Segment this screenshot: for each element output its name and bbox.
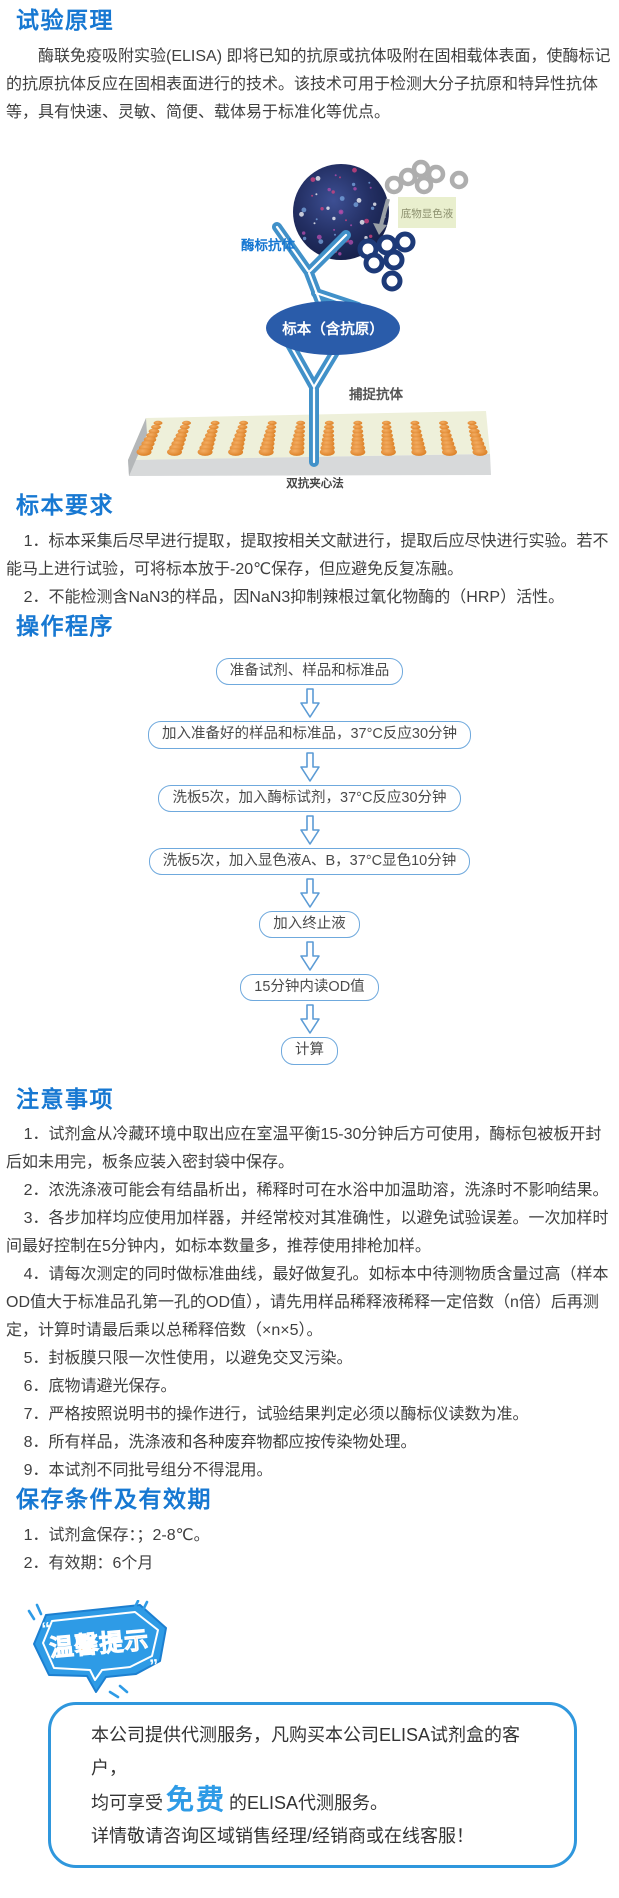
flow-arrow-icon [299, 815, 320, 845]
service-note-text: 均可享受 [91, 1792, 163, 1813]
section-heading-procedure: 操作程序 [16, 612, 114, 639]
service-note-box: 本公司提供代测服务，凡购买本公司ELISA试剂盒的客户， 均可享受免费的ELIS… [48, 1702, 577, 1869]
sample-ellipse: 标本（含抗原） [266, 300, 400, 355]
substrate-rings [384, 159, 469, 194]
service-note-text: 详情敬请咨询区域销售经理/经销商或在线客服！ [91, 1825, 474, 1846]
service-note-line: 本公司提供代测服务，凡购买本公司ELISA试剂盒的客户， [91, 1719, 556, 1786]
note-item: 6．底物请避光保存。 [23, 1378, 177, 1396]
note-item: 4．请每次测定的同时做标准曲线，最好做复孔。如标本中待测物质含量过高（样本OD值… [6, 1266, 609, 1340]
flow-step: 计算 [281, 1037, 338, 1065]
enzyme-sphere [293, 163, 389, 260]
service-note-text: 的ELISA代测服务。 [229, 1792, 389, 1813]
flow-step: 15分钟内读OD值 [240, 974, 379, 1002]
note-item: 5．封板膜只限一次性使用，以避免交叉污染。 [23, 1350, 353, 1368]
substrate-label: 底物显色液 [398, 196, 456, 228]
flow-step: 加入准备好的样品和标准品，37°C反应30分钟 [147, 721, 472, 749]
microplate-wells [136, 420, 488, 456]
storage-item: 2．有效期：6个月 [23, 1555, 154, 1573]
flow-arrow-icon [299, 751, 320, 782]
flow-step: 洗板5次，加入显色液A、B，37°C显色10分钟 [148, 847, 471, 875]
specimen-item: 1．标本采集后尽早进行提取，提取按相关文献进行，提取后应尽快进行实验。若不能马上… [6, 532, 609, 578]
section-heading-notes: 注意事项 [16, 1085, 114, 1112]
note-item: 7．严格按照说明书的操作进行，试验结果判定必须以酶标仪读数为准。 [23, 1406, 529, 1424]
flow-arrow-icon [299, 878, 320, 908]
flow-arrow-icon [299, 1004, 320, 1035]
procedure-flowchart: 准备试剂、样品和标准品 加入准备好的样品和标准品，37°C反应30分钟 洗板5次… [6, 658, 613, 1065]
accent-ticks [27, 1599, 149, 1699]
service-note-text: 本公司提供代测服务，凡购买本公司ELISA试剂盒的客户， [91, 1725, 521, 1779]
note-item: 1．试剂盒从冷藏环境中取出应在室温平衡15-30分钟后方可使用，酶标包被板开封后… [6, 1126, 602, 1172]
note-item: 3．各步加样均应使用加样器，并经常校对其准确性，以避免试验误差。一次加样时间最好… [6, 1210, 609, 1256]
service-note-line: 均可享受免费的ELISA代测服务。 [91, 1783, 556, 1820]
warm-tips-badge: “ 温馨提示 ” [22, 1599, 182, 1700]
colored-product-rings [357, 231, 416, 292]
elisa-diagram: 底物显色液 标本（含抗原） [6, 135, 613, 491]
capture-antibody-label: 捕捉抗体 [349, 386, 403, 402]
note-item: 9．本试剂不同批号组分不得混用。 [23, 1462, 273, 1480]
service-note-line: 详情敬请咨询区域销售经理/经销商或在线客服！ [91, 1820, 556, 1853]
flow-step: 准备试剂、样品和标准品 [215, 658, 404, 686]
badge-open-quote: “ [41, 1618, 52, 1639]
badge-text: 温馨提示 [48, 1627, 150, 1663]
substrate-label-text: 底物显色液 [401, 207, 454, 220]
microplate [128, 410, 491, 476]
specimen-item: 2．不能检测含NaN3的样品，因NaN3抑制辣根过氧化物酶的（HRP）活性。 [23, 588, 565, 606]
free-highlight: 免费 [166, 1783, 227, 1815]
principle-text: 酶联免疫吸附实验(ELISA) 即将已知的抗原或抗体吸附在固相载体表面，使酶标记… [6, 47, 611, 121]
section-heading-storage: 保存条件及有效期 [16, 1486, 212, 1513]
enzyme-antibody-label: 酶标抗体 [241, 237, 295, 253]
section-heading-specimen: 标本要求 [16, 491, 114, 518]
diagram-caption: 双抗夹心法 [285, 476, 344, 490]
speech-bubble-icon [27, 1599, 167, 1699]
note-item: 8．所有样品，洗涤液和各种废弃物都应按传染物处理。 [23, 1434, 417, 1452]
flow-arrow-icon [299, 688, 320, 719]
note-item: 2．浓洗涤液可能会有结晶析出，稀释时可在水浴中加温助溶，洗涤时不影响结果。 [23, 1182, 609, 1200]
reaction-arrow-icon [373, 198, 390, 235]
badge-close-quote: ” [149, 1655, 160, 1676]
flow-arrow-icon [299, 941, 320, 971]
flow-step: 加入终止液 [259, 911, 360, 939]
storage-item: 1．试剂盒保存：；2-8℃。 [23, 1527, 210, 1545]
sample-label-text: 标本（含抗原） [281, 320, 384, 338]
section-heading-principle: 试验原理 [16, 7, 114, 33]
enzyme-antibody-shape [272, 221, 363, 312]
flow-step: 洗板5次，加入酶标试剂，37°C反应30分钟 [158, 784, 461, 812]
